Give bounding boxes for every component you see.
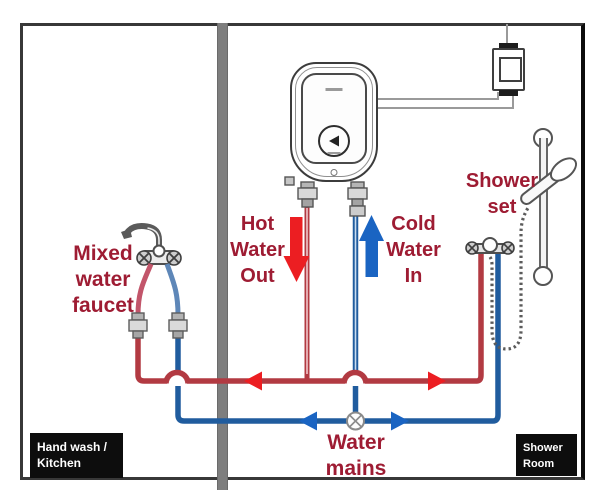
cold-water-in-arrow <box>359 215 384 277</box>
mixer-handle-cold <box>501 241 515 255</box>
label-shower-set: Shower set <box>465 170 539 218</box>
cold-flow-arrowhead-left <box>299 411 317 431</box>
pipe-crossover-2 <box>341 369 369 384</box>
hot-pipe-main <box>135 252 484 384</box>
switch-cap-bottom <box>499 90 518 96</box>
heater-outlet-hot <box>297 181 318 208</box>
supply-valve-cold <box>168 312 188 339</box>
heater-model-mark <box>327 151 341 154</box>
supply-valve-hot <box>128 312 148 339</box>
power-switch-button <box>499 57 522 82</box>
shower-rail-bottom-mount <box>533 266 553 286</box>
mixed-faucet <box>121 223 182 316</box>
label-hot-water-out: Hot Water Out <box>230 213 285 287</box>
switch-cap-top <box>499 43 518 49</box>
heater-screw <box>330 169 338 176</box>
cold-pipe-main <box>175 253 501 424</box>
shower-mixer-valve <box>465 237 515 255</box>
heater-panel <box>301 73 367 164</box>
heater-relief-valve <box>284 176 295 186</box>
shower-hose <box>488 207 530 351</box>
zone-box-hand-wash-kitchen: Hand wash / Kitchen <box>30 433 123 478</box>
label-water-mains: Water mains <box>325 431 387 480</box>
water-mains-valve <box>346 411 365 431</box>
label-mixed-water-faucet: Mixed water faucet <box>72 242 134 317</box>
faucet-handle-cold <box>166 250 182 266</box>
mixer-handle-hot <box>465 241 479 255</box>
hot-flow-arrowhead-left <box>244 371 262 391</box>
pipe-crossover-1 <box>163 369 191 384</box>
faucet-spout-tip <box>121 229 132 239</box>
mixer-outlet <box>482 237 498 253</box>
hot-flow-arrowhead-right <box>428 371 446 391</box>
power-cable-upper <box>378 92 499 100</box>
room-outline <box>20 23 585 480</box>
shower-rail <box>539 138 548 276</box>
label-cold-water-in: Cold Water In <box>386 213 441 287</box>
heater-shell-line <box>295 67 373 177</box>
heater-inlet-cold <box>347 181 368 217</box>
power-cable-lower <box>378 92 514 109</box>
power-switch-box <box>492 48 525 91</box>
faucet-handle-hot <box>136 250 152 266</box>
cold-flow-arrowhead-right <box>391 411 409 431</box>
heater-brand-mark <box>325 88 343 91</box>
hot-water-out-arrow <box>283 217 310 282</box>
water-heater <box>290 62 378 182</box>
faucet-hose-hot <box>135 263 154 316</box>
dividing-wall <box>217 23 228 490</box>
zone-box-shower-room: Shower Room <box>516 434 577 476</box>
faucet-hose-cold <box>164 263 181 316</box>
heater-knob <box>318 125 350 157</box>
heater-logo-triangle <box>329 135 339 147</box>
